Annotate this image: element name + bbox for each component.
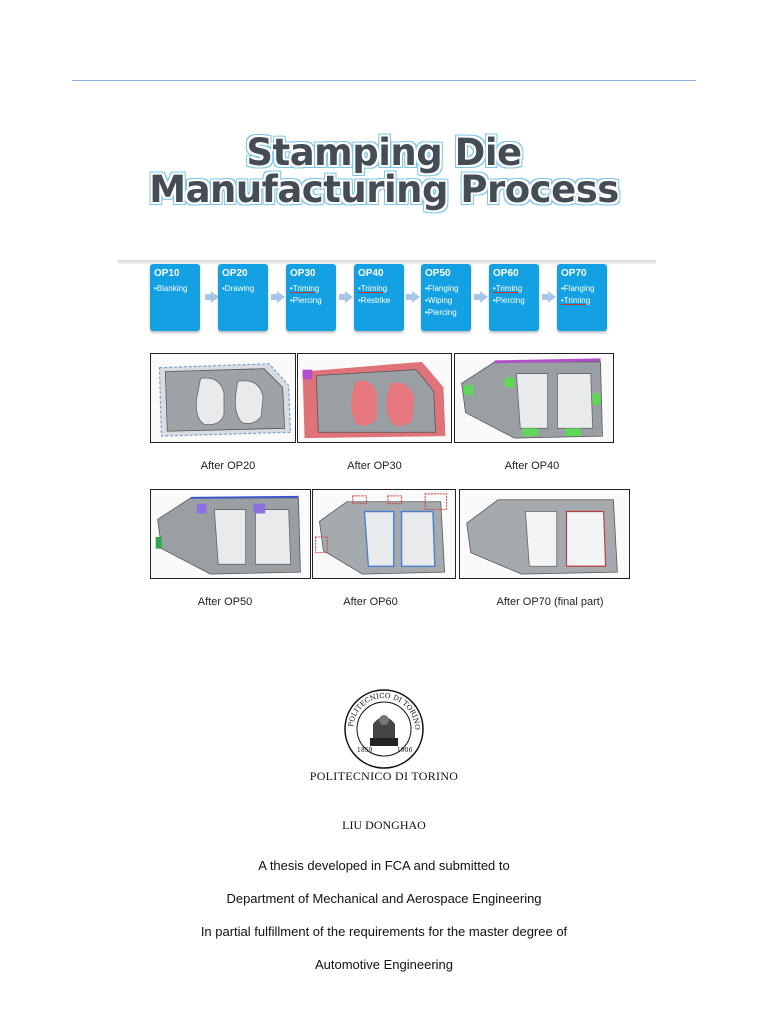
op-step: •Triming [290,284,320,293]
op-box-op50: OP50 •Flanging •Wiping •Piercing [421,264,471,331]
op-step: •Drawing [222,284,255,293]
header-rule [72,80,696,81]
author-name: LIU DONGHAO [342,818,426,832]
caption-op20: After OP20 [200,460,256,472]
caption-op40: After OP40 [504,460,560,472]
op-box-op10: OP10 •Blanking [150,264,200,331]
op-step: •Piercing [425,308,457,317]
op-step: •Blanking [154,284,188,293]
op-step: •Piercing [493,296,525,305]
caption-op60: After OP60 [343,596,398,608]
op-step: •Flanging [561,284,595,293]
caption-op30: After OP30 [347,460,402,472]
process-flow: OP10 •Blanking OP20 •Drawing OP30 •Trimi… [150,264,620,334]
process-flow-band [118,260,656,264]
part-image-op70 [459,489,630,579]
op-step: •Wiping [425,296,453,305]
svg-text:1906: 1906 [397,747,412,754]
title-line-1: Stamping Die [246,131,522,174]
part-image-op50 [150,489,311,579]
op-box-op20: OP20 •Drawing [218,264,268,331]
op-box-op70: OP70 •Flanging •Triming [557,264,607,331]
part-image-op40 [454,353,614,443]
op-code: OP30 [290,268,316,279]
statement-line-1: A thesis developed in FCA and submitted … [258,858,510,873]
op-code: OP10 [154,268,180,279]
part-image-op30 [297,353,452,443]
op-box-op30: OP30 •Triming •Piercing [286,264,336,331]
op-code: OP50 [425,268,451,279]
op-code: OP70 [561,268,587,279]
arrow-right-icon [271,291,285,303]
op-code: OP40 [358,268,384,279]
arrow-right-icon [474,291,488,303]
svg-text:1859: 1859 [357,747,372,754]
op-step: •Triming [561,296,591,305]
cover-title: Stamping Die Manufacturing Process [0,134,768,208]
op-code: OP60 [493,268,519,279]
caption-op70: After OP70 (final part) [496,596,604,608]
statement-line-3: In partial fulfillment of the requiremen… [200,924,568,939]
caption-op50: After OP50 [197,596,253,608]
arrow-right-icon [205,291,219,303]
statement-line-2: Department of Mechanical and Aerospace E… [226,891,542,906]
op-step: •Restrike [358,296,391,305]
op-step: •Triming [493,284,523,293]
arrow-right-icon [406,291,420,303]
arrow-right-icon [542,291,556,303]
op-box-op40: OP40 •Triming •Restrike [354,264,404,331]
part-image-op20 [150,353,296,443]
op-step: •Triming [358,284,388,293]
op-step: •Flanging [425,284,459,293]
op-code: OP20 [222,268,248,279]
statement-line-4: Automotive Engineering [314,957,454,972]
op-box-op60: OP60 •Triming •Piercing [489,264,539,331]
part-image-op60 [312,489,456,579]
university-seal-logo: POLITECNICO DI TORINO 1859 1906 [343,688,425,770]
institution-name: POLITECNICO DI TORINO [309,769,459,783]
op-step: •Piercing [290,296,322,305]
title-line-2: Manufacturing Process [149,168,619,211]
arrow-right-icon [339,291,353,303]
